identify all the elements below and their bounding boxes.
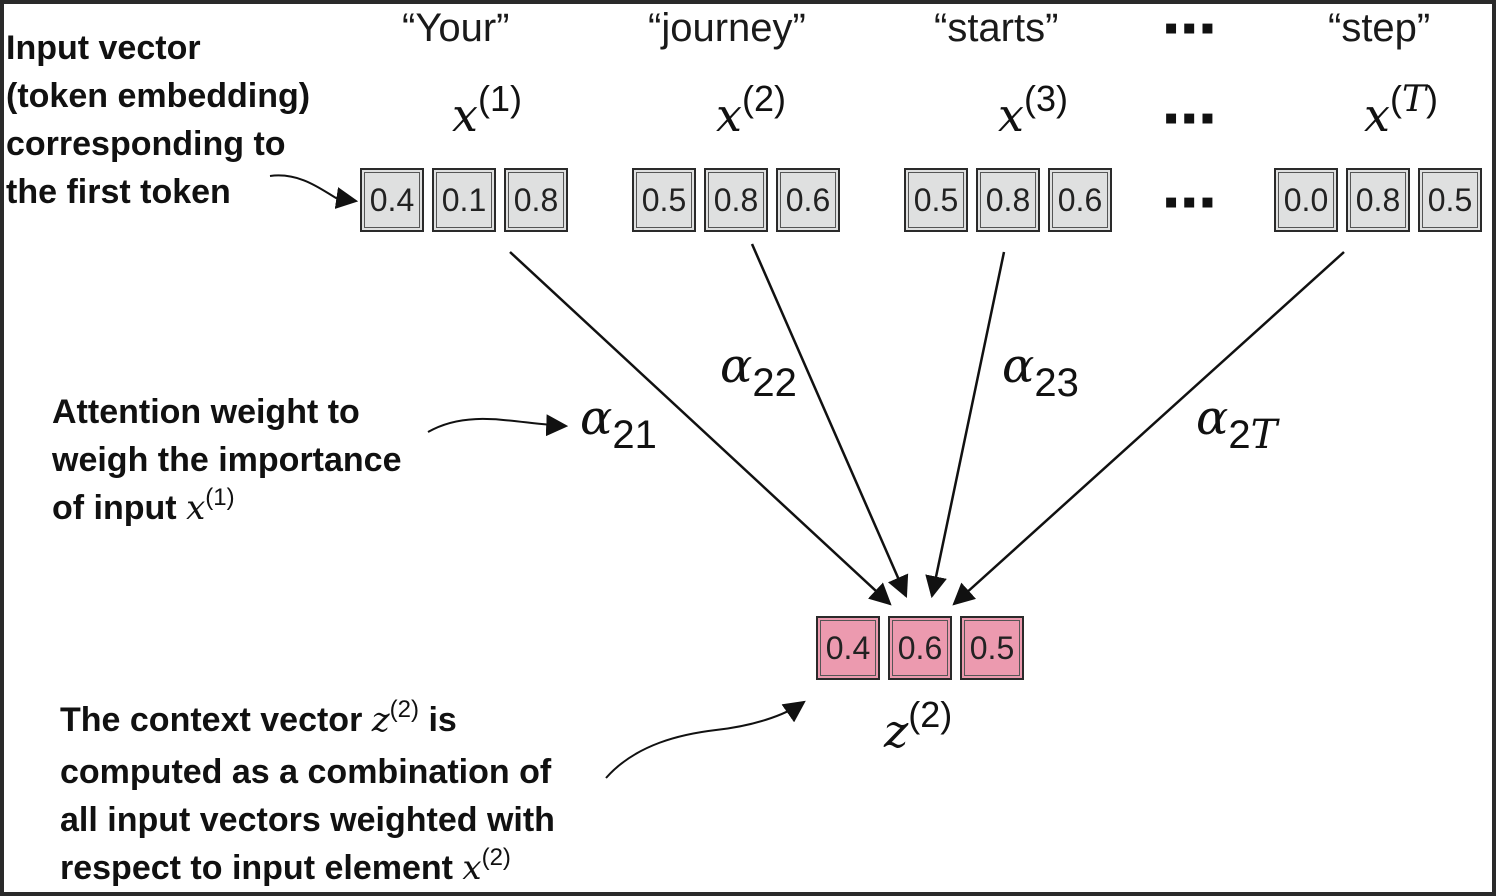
token-word-2: “journey” (648, 6, 806, 50)
vector-cell: 0.8 (704, 168, 768, 232)
vector-cell: 0.5 (960, 616, 1024, 680)
ellipsis-vectors: ▪▪▪ (1164, 180, 1219, 224)
input-vector-1: 0.4 0.1 0.8 (360, 168, 568, 232)
arrows-layer (269, 174, 1345, 779)
token-word-T: “step” (1328, 6, 1431, 50)
vector-cell: 0.6 (888, 616, 952, 680)
input-label-1: x(1) (452, 78, 522, 142)
vector-cell: 0.4 (360, 168, 424, 232)
vector-cell: 0.8 (504, 168, 568, 232)
vector-cell: 0.0 (1274, 168, 1338, 232)
token-word-3: “starts” (934, 6, 1059, 50)
weight-annotation-arrow (427, 414, 569, 437)
input-label-2: x(2) (716, 78, 786, 142)
attention-weight-23: α23 (1002, 338, 1079, 405)
attention-arrow-21 (509, 251, 892, 606)
input-vector-annotation: Input vector (token embedding) correspon… (6, 29, 311, 211)
attention-weight-22: α22 (720, 338, 797, 405)
vector-cell: 0.4 (816, 616, 880, 680)
context-vector-annotation: The context vector z(2) is computed as a… (60, 696, 555, 888)
attention-weight-annotation: Attention weight to weigh the importance… (52, 393, 402, 528)
input-vector-2: 0.5 0.8 0.6 (632, 168, 840, 232)
attention-arrow-23 (925, 251, 1006, 599)
vector-cell: 0.8 (976, 168, 1040, 232)
vector-cell: 0.6 (776, 168, 840, 232)
input-vector-T: 0.0 0.8 0.5 (1274, 168, 1482, 232)
vector-cell: 0.1 (432, 168, 496, 232)
ellipsis-words: ▪▪▪ (1164, 6, 1219, 50)
input-label-3: x(3) (998, 78, 1068, 142)
attention-arrow-2T (952, 251, 1345, 606)
context-annotation-arrow (605, 700, 806, 779)
vector-cell: 0.5 (904, 168, 968, 232)
attention-arrow-22 (750, 243, 909, 599)
context-vector: 0.4 0.6 0.5 (816, 616, 1024, 680)
context-vector-label: z(2) (884, 694, 953, 758)
vector-cell: 0.6 (1048, 168, 1112, 232)
token-word-1: “Your” (402, 6, 510, 50)
vector-cell: 0.8 (1346, 168, 1410, 232)
attention-weight-2T: α2T (1196, 390, 1278, 458)
attention-weight-21: α21 (580, 390, 657, 457)
input-label-T: x(T) (1364, 78, 1438, 142)
vector-cell: 0.5 (632, 168, 696, 232)
input-annotation-arrow (269, 174, 359, 209)
input-vector-3: 0.5 0.8 0.6 (904, 168, 1112, 232)
diagram-canvas: “Your” “journey” “starts” ▪▪▪ “step” x(1… (4, 4, 1492, 892)
vector-cell: 0.5 (1418, 168, 1482, 232)
ellipsis-labels: ▪▪▪ (1164, 96, 1219, 140)
